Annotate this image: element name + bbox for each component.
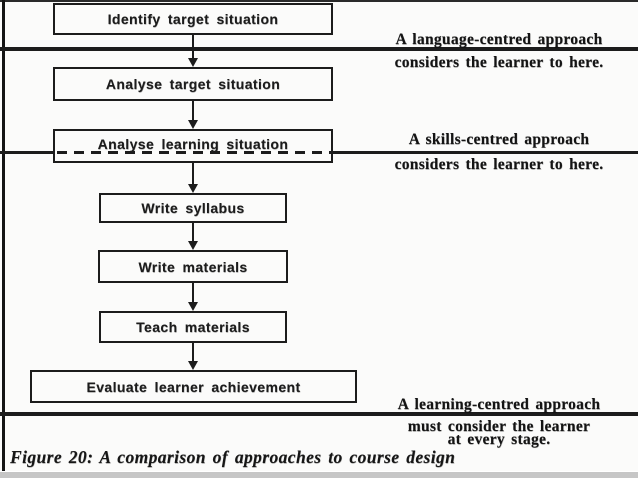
learning-centred-boundary-rule bbox=[0, 412, 638, 416]
step-analyse-target-situation: Analyse target situation bbox=[53, 67, 333, 101]
down-arrow-icon bbox=[187, 163, 199, 193]
annotation-language-centred-line2: considers the learner to here. bbox=[394, 54, 604, 71]
language-centred-boundary-rule bbox=[0, 47, 638, 51]
down-arrow-icon bbox=[187, 283, 199, 311]
down-arrow-icon bbox=[187, 101, 199, 129]
step-analyse-learning-situation: Analyse learning situation bbox=[53, 129, 333, 163]
step-write-materials: Write materials bbox=[98, 250, 288, 283]
page-left-edge-line bbox=[2, 0, 5, 471]
page-top-edge-line bbox=[0, 0, 638, 2]
annotation-skills-centred-line2: considers the learner to here. bbox=[394, 156, 604, 173]
skills-centred-boundary-rule-left bbox=[0, 151, 55, 154]
annotation-learning-centred-line2: must consider the learner bbox=[407, 418, 591, 435]
step-identify-target-situation: Identify target situation bbox=[53, 3, 333, 35]
annotation-learning-centred-line1: A learning-centred approach bbox=[397, 396, 601, 413]
step-teach-materials: Teach materials bbox=[99, 311, 287, 343]
skills-centred-boundary-rule-dashed bbox=[57, 151, 331, 154]
figure-caption: Figure 20: A comparison of approaches to… bbox=[10, 447, 456, 467]
down-arrow-icon bbox=[187, 223, 199, 250]
annotation-learning-centred-line3: at every stage. bbox=[447, 431, 551, 448]
down-arrow-icon bbox=[187, 35, 199, 67]
skills-centred-boundary-rule-right bbox=[333, 151, 638, 154]
step-write-syllabus: Write syllabus bbox=[99, 193, 287, 223]
scan-bottom-strip bbox=[0, 471, 638, 478]
annotation-skills-centred-line1: A skills-centred approach bbox=[408, 131, 590, 148]
annotation-language-centred-line1: A language-centred approach bbox=[395, 31, 603, 48]
step-evaluate-learner-achievement: Evaluate learner achievement bbox=[30, 370, 357, 403]
down-arrow-icon bbox=[187, 343, 199, 370]
